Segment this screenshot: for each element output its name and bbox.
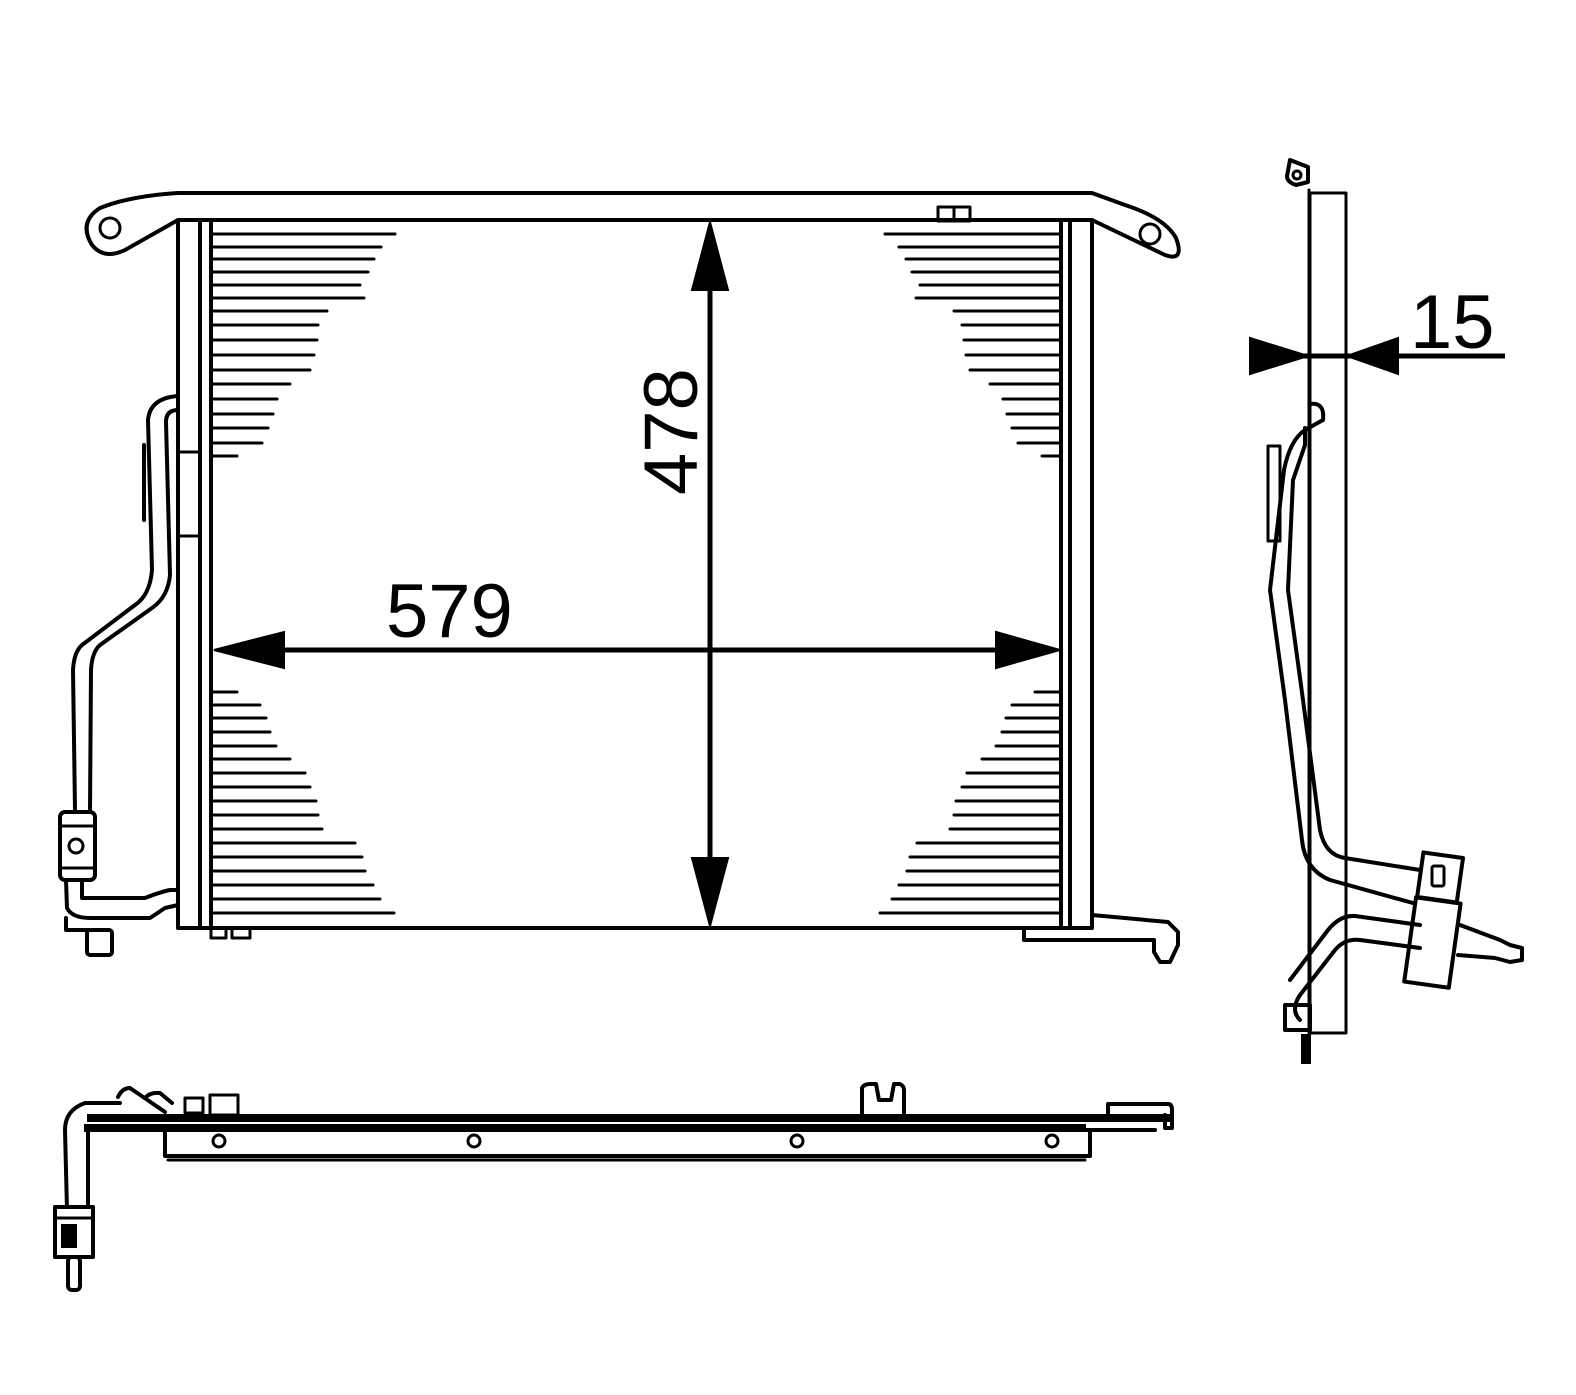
fins-top-right [883, 232, 1063, 458]
left-stud [85, 928, 114, 957]
arrow-left-icon [213, 630, 285, 670]
arrow-up-icon [690, 218, 730, 291]
depth-label: 15 [1410, 280, 1495, 365]
rivet [1044, 1133, 1060, 1149]
rivet [211, 1133, 227, 1149]
fins-bottom-right [878, 690, 1063, 915]
top-mounting-bar [84, 191, 1181, 259]
left-pipe [71, 394, 180, 812]
top-view [53, 1082, 1174, 1292]
side-fitting-top [1415, 850, 1466, 905]
front-view [58, 191, 1181, 964]
fins-top-left [209, 232, 397, 458]
left-fitting [58, 810, 97, 882]
rivet [789, 1133, 805, 1149]
side-fitting [1402, 895, 1463, 990]
side-view [1266, 158, 1524, 1064]
left-mount-hole [98, 216, 122, 240]
width-label: 579 [386, 569, 513, 654]
height-dimension: 478 [629, 218, 730, 930]
arrow-left-icon [1343, 336, 1399, 376]
depth-dimension: 15 [1249, 280, 1505, 376]
side-core [1308, 191, 1348, 1035]
core-frame [176, 218, 1094, 930]
height-label: 478 [629, 368, 714, 495]
right-bottom-bracket [1022, 913, 1180, 964]
arrow-right-icon [995, 630, 1064, 670]
top-view-rail [87, 1114, 1171, 1122]
side-pipe [1268, 401, 1422, 907]
fins-bottom-left [209, 690, 396, 915]
width-dimension: 579 [213, 569, 1064, 670]
right-mount-hole [1138, 222, 1162, 246]
arrow-right-icon [1249, 336, 1312, 376]
top-view-pipe [63, 1101, 122, 1212]
arrow-down-icon [690, 857, 730, 930]
side-stud [1301, 1034, 1311, 1064]
rivet [466, 1133, 482, 1149]
